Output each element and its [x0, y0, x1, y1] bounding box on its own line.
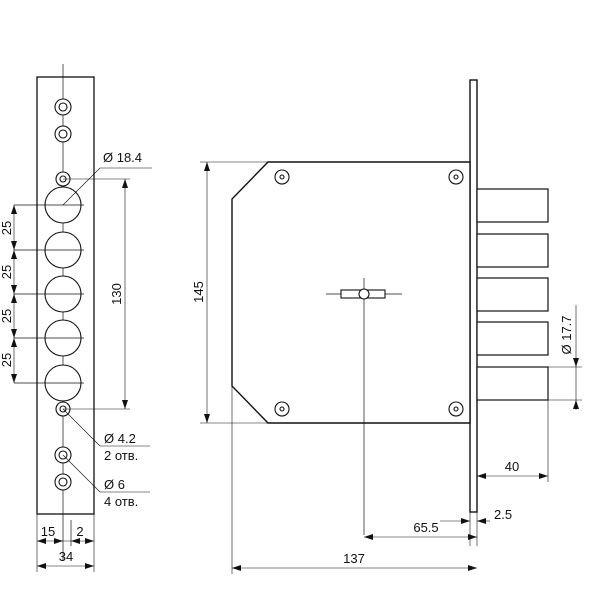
keyhole: [326, 278, 402, 535]
body-hole-tl: [274, 169, 290, 185]
strip-width-label: 34: [59, 549, 73, 564]
backset-dimension: [364, 534, 477, 540]
body-length-dimension: [231, 386, 477, 574]
mounting-hole-top-2: [54, 125, 72, 143]
small-hole-leader: [62, 408, 150, 447]
mid-hole-leader: [62, 454, 150, 493]
pitch-dimension: [11, 205, 17, 383]
span-130-dimension: [63, 178, 130, 410]
bolt-throw-dimension: [477, 400, 549, 482]
bolt-3: [476, 277, 549, 312]
faceplate-label: 2.5: [494, 507, 512, 522]
pitch-label-2: 25: [0, 265, 14, 279]
mid-hole-dia-label: Ø 6: [104, 477, 125, 492]
body-height-dimension: [200, 161, 268, 424]
mounting-hole-top-1: [54, 98, 72, 116]
body-length-label: 137: [343, 551, 365, 566]
pitch-label-4: 25: [0, 353, 14, 367]
strike-plate-outline: [36, 76, 95, 515]
strip-15-label: 15: [41, 524, 55, 539]
mid-hole-count-label: 4 отв.: [104, 494, 138, 509]
bolt-1: [476, 188, 549, 223]
body-hole-bl: [274, 401, 290, 417]
faceplate: [469, 79, 478, 513]
lock-body-view: 145 Ø 17.7 40 2.5: [191, 79, 582, 574]
body-height-label: 145: [191, 281, 206, 303]
bolt-hole-axes: [14, 204, 84, 384]
body-hole-br: [448, 401, 464, 417]
hole-main-label: Ø 18.4: [103, 150, 142, 165]
strike-plate-view: 25 25 25 25 130 Ø 18.4 Ø 4.2 2 отв.: [0, 64, 152, 572]
strip-bottom-dimensions: [36, 514, 95, 572]
bolt-4: [476, 321, 549, 356]
faceplate-dimension: [440, 512, 490, 546]
backset-label: 65.5: [413, 520, 438, 535]
span-130-label: 130: [109, 283, 124, 305]
body-hole-tr: [448, 169, 464, 185]
bolt-5: [476, 366, 549, 401]
small-hole-count-label: 2 отв.: [104, 448, 138, 463]
pitch-label-3: 25: [0, 309, 14, 323]
pitch-label-1: 25: [0, 221, 14, 235]
strip-2-label: 2: [76, 524, 83, 539]
bolt-dia-dimension: [548, 305, 582, 410]
small-hole-dia-label: Ø 4.2: [104, 431, 136, 446]
bolt-2: [476, 233, 549, 268]
bolt-dia-label: Ø 17.7: [559, 315, 574, 354]
mounting-hole-bottom-2: [54, 473, 72, 491]
bolt-throw-label: 40: [505, 459, 519, 474]
hole-main-leader: [62, 167, 152, 206]
